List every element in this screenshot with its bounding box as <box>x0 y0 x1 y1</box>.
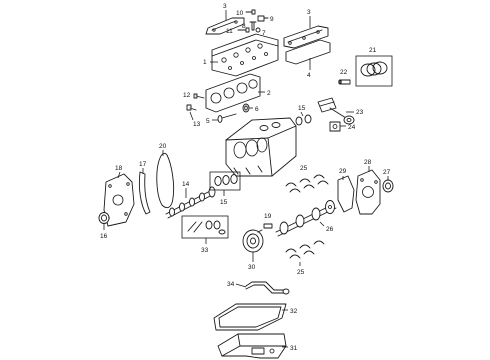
callout-27: 27 <box>383 169 391 176</box>
crankshaft[interactable] <box>275 200 337 237</box>
rear-seal-gasket[interactable] <box>337 175 355 213</box>
oil-pan-gasket[interactable] <box>213 303 287 331</box>
callout-5: 5 <box>206 118 210 125</box>
front-crank-seal[interactable] <box>98 212 110 224</box>
callout-12: 12 <box>183 92 191 99</box>
callout-33: 33 <box>201 247 209 254</box>
fastener-bolt-10[interactable] <box>245 9 256 15</box>
callout-30: 30 <box>248 264 256 271</box>
rear-main-seal-housing[interactable] <box>355 169 381 215</box>
oil-pan[interactable] <box>217 333 287 359</box>
head-bolt-12[interactable] <box>193 93 205 99</box>
callout-10: 10 <box>236 10 244 17</box>
rocker-cover-right[interactable] <box>283 25 329 49</box>
callout-20: 20 <box>159 143 167 150</box>
callout-2: 2 <box>267 90 271 97</box>
callout-32: 32 <box>290 308 298 315</box>
oil-pickup-tube[interactable] <box>245 281 290 295</box>
bolt-11[interactable] <box>237 27 250 33</box>
cam-bearings-lower[interactable] <box>209 171 241 191</box>
callout-25b: 25 <box>297 269 305 276</box>
cam-bearings-upper[interactable] <box>295 114 312 126</box>
head-bolt-13[interactable] <box>186 104 197 111</box>
sensor-9[interactable] <box>257 15 269 22</box>
camshaft[interactable] <box>165 186 216 219</box>
piston-rings-box[interactable] <box>355 55 393 87</box>
callout-18: 18 <box>115 165 123 172</box>
callout-23: 23 <box>356 109 364 116</box>
engine-block[interactable] <box>225 117 297 177</box>
grommet-7[interactable] <box>255 27 261 33</box>
callout-29: 29 <box>339 168 347 175</box>
callout-3a: 3 <box>223 3 227 10</box>
callout-26-leader <box>319 221 325 227</box>
rod-bearing[interactable] <box>329 121 341 132</box>
valve-spring-6[interactable] <box>242 103 250 113</box>
callout-18-leader <box>117 171 121 179</box>
callout-25a: 25 <box>300 165 308 172</box>
callout-21: 21 <box>369 47 377 54</box>
valve-5[interactable] <box>217 113 237 123</box>
piston-rod-assembly[interactable] <box>317 97 355 125</box>
rear-crank-seal[interactable] <box>382 179 394 193</box>
callout-31: 31 <box>290 345 298 352</box>
callout-6: 6 <box>255 106 259 113</box>
stud-8[interactable] <box>249 21 257 31</box>
callout-4: 4 <box>307 72 311 79</box>
callout-13-leader <box>189 111 194 121</box>
callout-9: 9 <box>270 16 274 23</box>
callout-15a: 15 <box>298 105 306 112</box>
callout-28: 28 <box>364 159 372 166</box>
callout-3b: 3 <box>307 9 311 16</box>
callout-34: 34 <box>227 281 235 288</box>
cylinder-head[interactable] <box>211 33 279 77</box>
crank-bolt-19[interactable] <box>263 223 273 229</box>
lifter-kit-box[interactable] <box>181 215 229 239</box>
cover-gasket[interactable] <box>285 39 331 65</box>
rocker-cover-left[interactable] <box>205 17 245 35</box>
harmonic-balancer[interactable] <box>242 229 264 253</box>
callout-7: 7 <box>262 30 266 37</box>
main-bearings-upper[interactable] <box>285 174 329 193</box>
main-bearings-lower[interactable] <box>285 240 325 259</box>
callout-17: 17 <box>139 161 147 168</box>
callout-19: 19 <box>264 213 272 220</box>
callout-11: 11 <box>226 28 233 35</box>
callout-34-leader <box>235 283 247 288</box>
callout-15b: 15 <box>220 199 228 206</box>
timing-chain[interactable] <box>156 152 175 209</box>
callout-13: 13 <box>193 121 201 128</box>
callout-15a-leader <box>300 111 304 117</box>
callout-14: 14 <box>182 181 190 188</box>
head-gasket[interactable] <box>205 73 261 113</box>
callout-1: 1 <box>203 59 207 66</box>
callout-8: 8 <box>242 23 246 30</box>
callout-22: 22 <box>340 69 348 76</box>
chain-tensioner[interactable] <box>138 171 151 215</box>
callout-26: 26 <box>326 226 334 233</box>
piston-pin[interactable] <box>338 79 351 85</box>
callout-16: 16 <box>100 233 108 240</box>
callout-24: 24 <box>348 124 356 131</box>
